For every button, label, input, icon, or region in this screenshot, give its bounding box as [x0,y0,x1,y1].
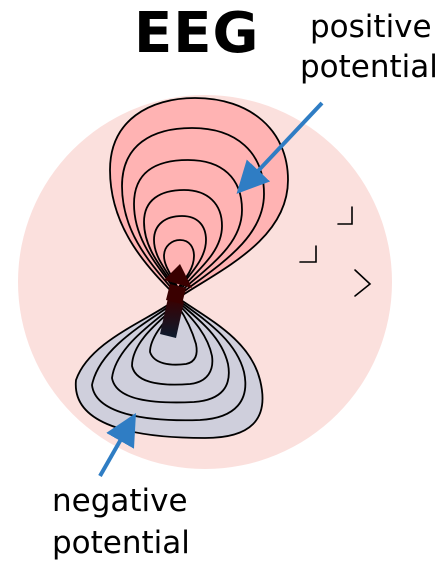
diagram-title: EEG [134,6,259,62]
negative-label-line1: negative [52,486,188,517]
positive-label-line2: potential [300,52,438,83]
negative-label-line2: potential [52,528,190,559]
positive-label-line1: positive [310,12,432,43]
